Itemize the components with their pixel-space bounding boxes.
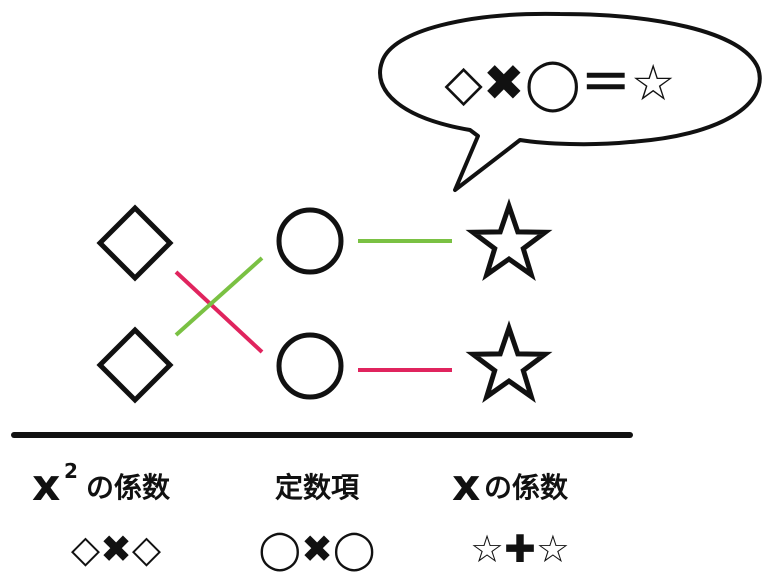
speech-bubble-outline xyxy=(378,11,762,192)
star-bottom xyxy=(465,320,553,403)
speech-bubble: ◇✖◯＝☆ xyxy=(378,11,762,192)
formula-constant: ◯✖◯ xyxy=(259,527,376,572)
bubble-equation: ◇✖◯＝☆ xyxy=(444,54,675,113)
diamond-bottom xyxy=(96,326,174,404)
label-x-squared-suffix: の係数 xyxy=(86,471,171,504)
formula-x-squared: ◇✖◇ xyxy=(71,527,162,571)
label-x-squared-superscript: 2 xyxy=(64,459,78,483)
circle-bottom xyxy=(276,332,344,400)
cross-line-pink xyxy=(174,270,264,354)
star-top xyxy=(465,198,553,281)
diamond-top xyxy=(96,204,174,282)
formula-x-coefficient: ☆✚☆ xyxy=(470,527,570,571)
label-x-coefficient: x の係数 ☆✚☆ xyxy=(452,460,570,571)
label-constant-term: 定数項 ◯✖◯ xyxy=(259,471,376,572)
circle-top xyxy=(276,207,344,275)
label-x-variable: x xyxy=(452,460,480,511)
label-x-squared-coefficient: x 2 の係数 ◇✖◇ xyxy=(32,459,171,571)
cross-lines xyxy=(174,256,264,354)
label-x-squared-variable: x xyxy=(32,460,60,511)
cross-line-green xyxy=(174,256,264,337)
label-constant-title: 定数項 xyxy=(275,471,360,504)
label-x-suffix: の係数 xyxy=(484,471,569,504)
